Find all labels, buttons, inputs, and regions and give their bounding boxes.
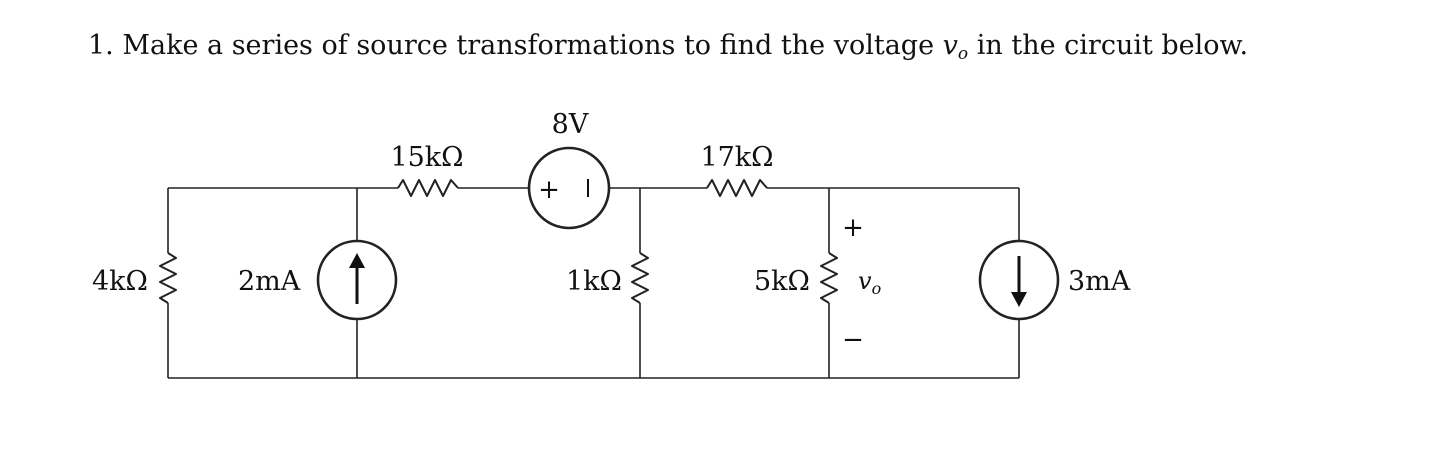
resistor-15k bbox=[397, 179, 459, 197]
label-15k: 15kΩ bbox=[390, 142, 463, 173]
resistor-1k bbox=[631, 252, 649, 304]
problem-statement: 1. Make a series of source transformatio… bbox=[88, 24, 1248, 76]
resistor-17k bbox=[706, 179, 768, 197]
label-3ma: 3mA bbox=[1068, 266, 1131, 297]
arrowhead-up-icon bbox=[349, 253, 365, 268]
label-vo-plus: + bbox=[842, 213, 864, 243]
label-17k: 17kΩ bbox=[700, 142, 773, 173]
label-vo-var: v bbox=[858, 267, 872, 295]
voltage-source-8v bbox=[527, 146, 611, 230]
label-1k: 1kΩ bbox=[566, 266, 622, 297]
problem-text-before: Make a series of source transformations … bbox=[122, 30, 935, 61]
resistor-5k bbox=[820, 252, 838, 304]
label-vo-minus: − bbox=[842, 325, 864, 355]
resistor-4k bbox=[159, 252, 177, 304]
label-vo: vo bbox=[858, 267, 881, 298]
label-vo-sub: o bbox=[872, 279, 882, 298]
label-5k: 5kΩ bbox=[754, 266, 810, 297]
problem-variable: v bbox=[942, 30, 958, 61]
problem-number: 1. bbox=[88, 30, 114, 61]
problem-variable-subscript: o bbox=[957, 44, 969, 64]
label-2ma: 2mA bbox=[238, 266, 301, 297]
problem-text-after: in the circuit below. bbox=[976, 30, 1249, 61]
label-8v: 8V bbox=[552, 109, 589, 140]
arrowhead-down-icon bbox=[1011, 292, 1027, 307]
label-4k: 4kΩ bbox=[92, 266, 148, 297]
voltage-source-plus: + bbox=[538, 175, 560, 205]
